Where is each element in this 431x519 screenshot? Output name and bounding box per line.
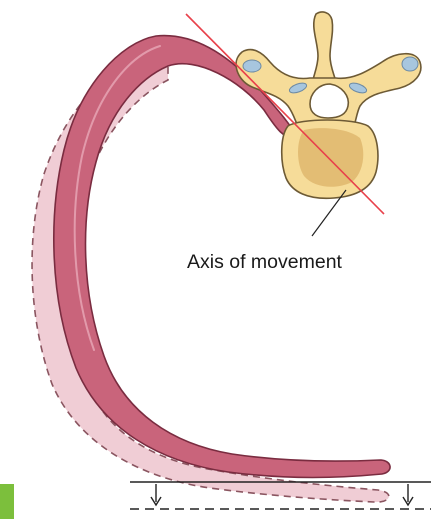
arrow-down-icon	[403, 484, 413, 505]
spinous-process	[312, 12, 336, 84]
vertebral-foramen	[310, 84, 348, 118]
facet-transverse-left	[243, 60, 261, 72]
corner-tab	[0, 484, 14, 519]
arrow-down-icon	[151, 484, 161, 505]
axis-label: Axis of movement	[187, 251, 343, 273]
facet-transverse-right	[402, 57, 418, 71]
